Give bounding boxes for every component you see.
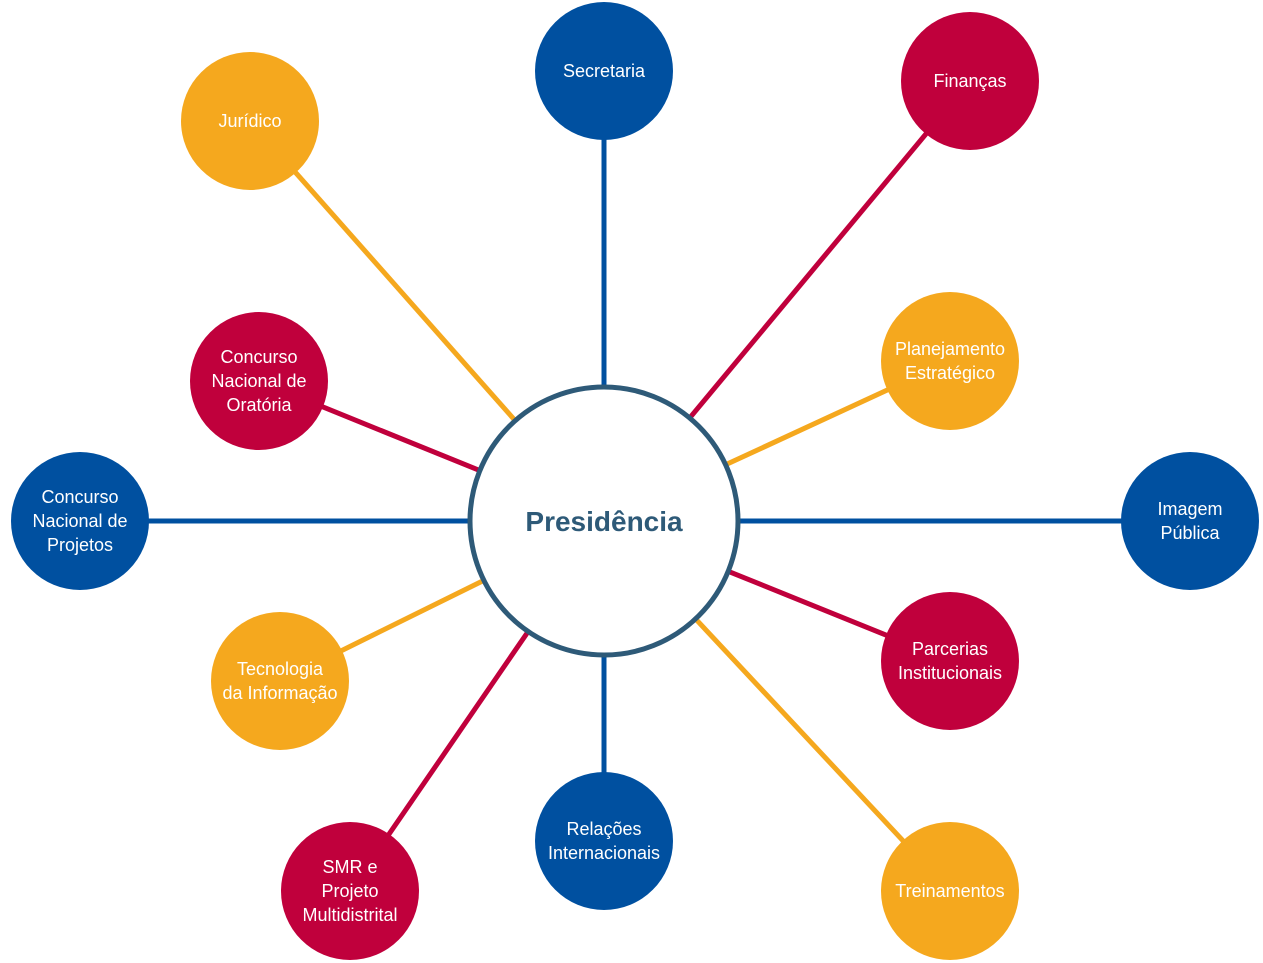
- node-tecnologia-da-informacao: Tecnologia da Informação: [211, 612, 349, 750]
- connector-treinamentos: [695, 618, 907, 844]
- node-circle-concurso-nacional-de-oratoria: [190, 312, 328, 450]
- center-circle: [467, 384, 741, 658]
- node-circle-financas: [901, 12, 1039, 150]
- center-label: Presidência: [525, 506, 683, 537]
- node-label-imagem-publica-line-0: Imagem: [1157, 499, 1222, 519]
- node-secretaria: Secretaria: [535, 2, 673, 140]
- node-label-concurso-nacional-de-oratoria-line-2: Oratória: [226, 395, 292, 415]
- node-circle-parcerias-institucionais: [881, 592, 1019, 730]
- node-label-tecnologia-da-informacao-line-1: da Informação: [222, 683, 337, 703]
- connector-concurso-nacional-de-oratoria: [320, 403, 479, 473]
- node-label-treinamentos-line-0: Treinamentos: [895, 881, 1004, 901]
- node-circle-secretaria: [535, 2, 673, 140]
- node-circle-treinamentos: [881, 822, 1019, 960]
- node-label-concurso-nacional-de-oratoria-line-0: Concurso: [220, 347, 297, 367]
- node-label-planejamento-estrategico-line-0: Planejamento: [895, 339, 1005, 359]
- node-circle-tecnologia-da-informacao: [211, 612, 349, 750]
- node-circle-planejamento-estrategico: [881, 292, 1019, 430]
- node-juridico: Jurídico: [181, 52, 319, 190]
- connector-tecnologia-da-informacao: [338, 578, 484, 654]
- connectors: [147, 130, 1123, 844]
- connector-financas: [689, 130, 930, 419]
- node-label-parcerias-institucionais-line-1: Institucionais: [898, 663, 1002, 683]
- node-label-relacoes-internacionais-line-0: Relações: [566, 819, 641, 839]
- node-label-financas-line-0: Finanças: [933, 71, 1006, 91]
- node-label-smr-e-projeto-multidistrital-line-0: SMR e: [322, 857, 377, 877]
- node-circle-relacoes-internacionais: [535, 772, 673, 910]
- node-label-parcerias-institucionais-line-0: Parcerias: [912, 639, 988, 659]
- node-circle-juridico: [181, 52, 319, 190]
- node-label-planejamento-estrategico-line-1: Estratégico: [905, 363, 995, 383]
- node-label-tecnologia-da-informacao-line-0: Tecnologia: [237, 659, 324, 679]
- node-circle-imagem-publica: [1121, 452, 1259, 590]
- node-label-concurso-nacional-de-projetos-line-2: Projetos: [47, 535, 113, 555]
- connector-parcerias-institucionais: [729, 569, 889, 639]
- node-label-juridico-line-0: Jurídico: [218, 111, 281, 131]
- node-label-relacoes-internacionais-line-1: Internacionais: [548, 843, 660, 863]
- node-label-smr-e-projeto-multidistrital-line-2: Multidistrital: [302, 905, 397, 925]
- node-label-imagem-publica-line-1: Pública: [1160, 523, 1220, 543]
- node-financas: Finanças: [901, 12, 1039, 150]
- node-circle-smr-e-projeto-multidistrital: [281, 822, 419, 960]
- connector-planejamento-estrategico: [726, 386, 891, 467]
- node-circle-concurso-nacional-de-projetos: [11, 452, 149, 590]
- node-label-secretaria-line-0: Secretaria: [563, 61, 646, 81]
- center-node: Presidência: [467, 384, 741, 658]
- node-label-concurso-nacional-de-projetos-line-1: Nacional de: [32, 511, 127, 531]
- connector-juridico: [292, 169, 516, 421]
- node-label-smr-e-projeto-multidistrital-line-1: Projeto: [321, 881, 378, 901]
- node-label-concurso-nacional-de-oratoria-line-1: Nacional de: [211, 371, 306, 391]
- node-label-concurso-nacional-de-projetos-line-0: Concurso: [41, 487, 118, 507]
- connector-smr-e-projeto-multidistrital: [385, 631, 530, 838]
- node-treinamentos: Treinamentos: [881, 822, 1019, 960]
